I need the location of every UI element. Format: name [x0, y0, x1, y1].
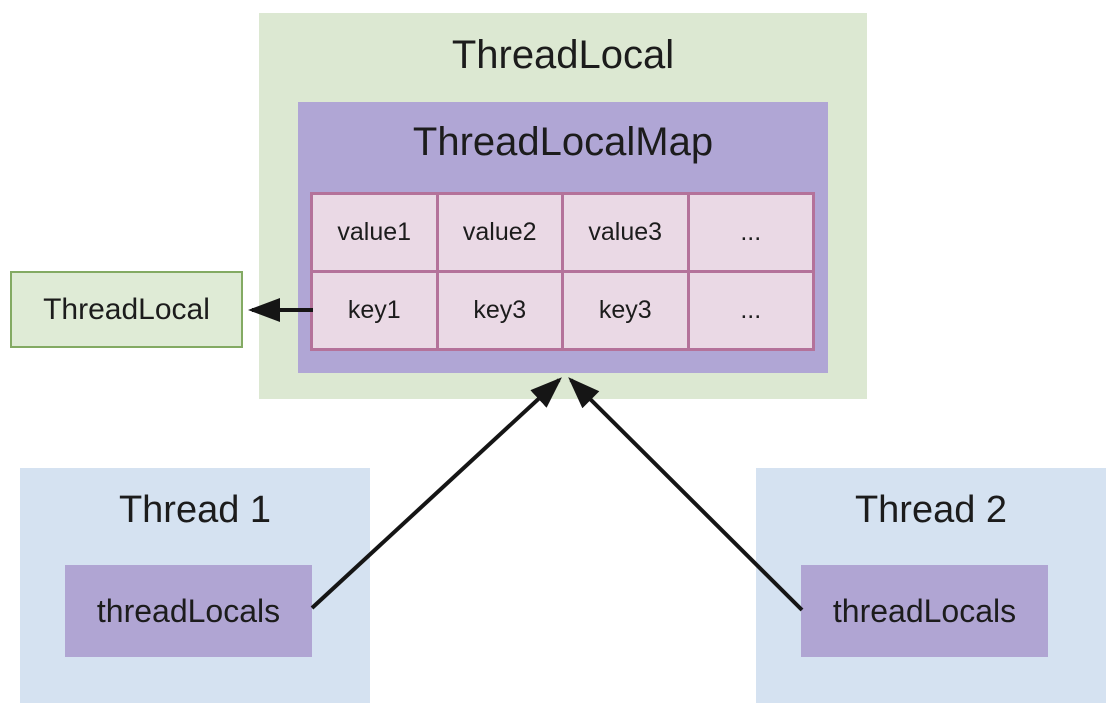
key-cell: key3 [435, 270, 564, 351]
thread1-threadlocals-box: threadLocals [65, 565, 312, 657]
threadlocal-ref-label: ThreadLocal [43, 292, 210, 326]
value-cell: value2 [435, 192, 564, 273]
key-cell-ellipsis: ... [686, 270, 815, 351]
threadlocal-group-title: ThreadLocal [451, 33, 675, 77]
threadlocal-ref-box: ThreadLocal [10, 271, 243, 348]
key-cell: key3 [561, 270, 690, 351]
thread2-box: Thread 2 threadLocals [756, 468, 1106, 703]
thread1-title: Thread 1 [118, 489, 272, 531]
thread2-title: Thread 2 [854, 489, 1008, 531]
threadlocal-group-box: ThreadLocal ThreadLocalMap value1 value2… [259, 13, 867, 399]
key-cell: key1 [310, 270, 439, 351]
thread2-threadlocals-label: threadLocals [832, 592, 1017, 629]
key-row: key1 key3 key3 ... [310, 270, 815, 351]
threadlocalmap-title: ThreadLocalMap [412, 120, 714, 164]
thread1-threadlocals-label: threadLocals [96, 592, 281, 629]
value-cell: value1 [310, 192, 439, 273]
thread2-threadlocals-box: threadLocals [801, 565, 1048, 657]
entry-table: value1 value2 value3 ... key1 key3 key3 … [310, 192, 815, 351]
thread1-box: Thread 1 threadLocals [20, 468, 370, 703]
value-cell: value3 [561, 192, 690, 273]
value-cell-ellipsis: ... [686, 192, 815, 273]
threadlocalmap-box: ThreadLocalMap value1 value2 value3 ... … [298, 102, 828, 373]
value-row: value1 value2 value3 ... [310, 192, 815, 273]
